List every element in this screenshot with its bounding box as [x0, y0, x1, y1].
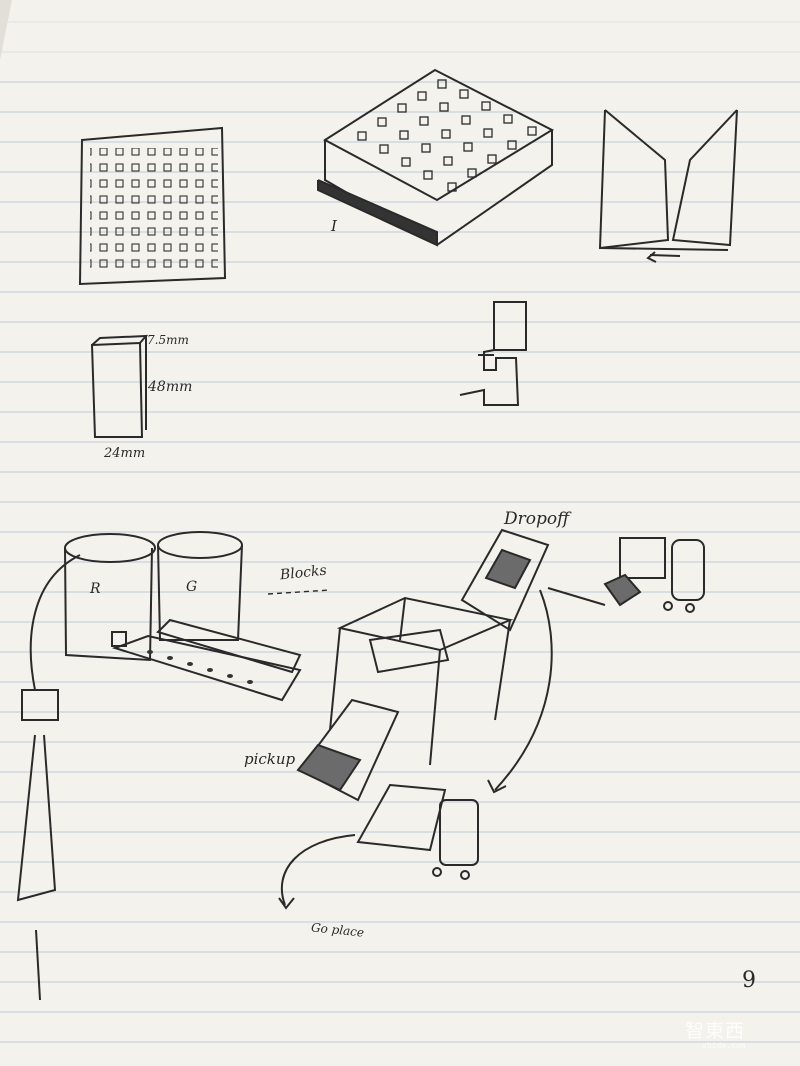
- tray-mark-label: I: [331, 217, 337, 235]
- robot-cart-right-sketch: [603, 537, 705, 613]
- silo-g-label: G: [186, 579, 198, 595]
- robot-cart-bottom-sketch: [278, 587, 606, 910]
- watermark-logo: 智東西: [685, 1020, 746, 1042]
- grid-panel-sketch: [78, 126, 227, 286]
- pickup-label: pickup: [244, 750, 296, 768]
- pickup-tray-sketch: [296, 743, 362, 792]
- gripper-jaws-sketch: [598, 109, 738, 263]
- watermark-url: zhidx.com: [702, 1041, 746, 1050]
- dropoff-tray-sketch: [484, 548, 532, 590]
- block-conveyor-sketch: [111, 589, 331, 702]
- page-number: 9: [742, 968, 756, 993]
- silo-r-label: R: [90, 581, 101, 597]
- connector-joint-sketch: [459, 301, 527, 406]
- work-table-sketch: [298, 528, 550, 802]
- dimension-top-label: 7.5mm: [147, 333, 189, 347]
- block-dimension-sketch: [90, 334, 149, 438]
- return-path-arrow: [16, 554, 81, 1001]
- silo-g-sketch: [157, 531, 243, 641]
- dropoff-label: Dropoff: [504, 509, 570, 529]
- isometric-tray-sketch: [317, 68, 555, 247]
- dimension-height-label: 48mm: [148, 379, 193, 395]
- dimension-width-label: 24mm: [104, 446, 146, 461]
